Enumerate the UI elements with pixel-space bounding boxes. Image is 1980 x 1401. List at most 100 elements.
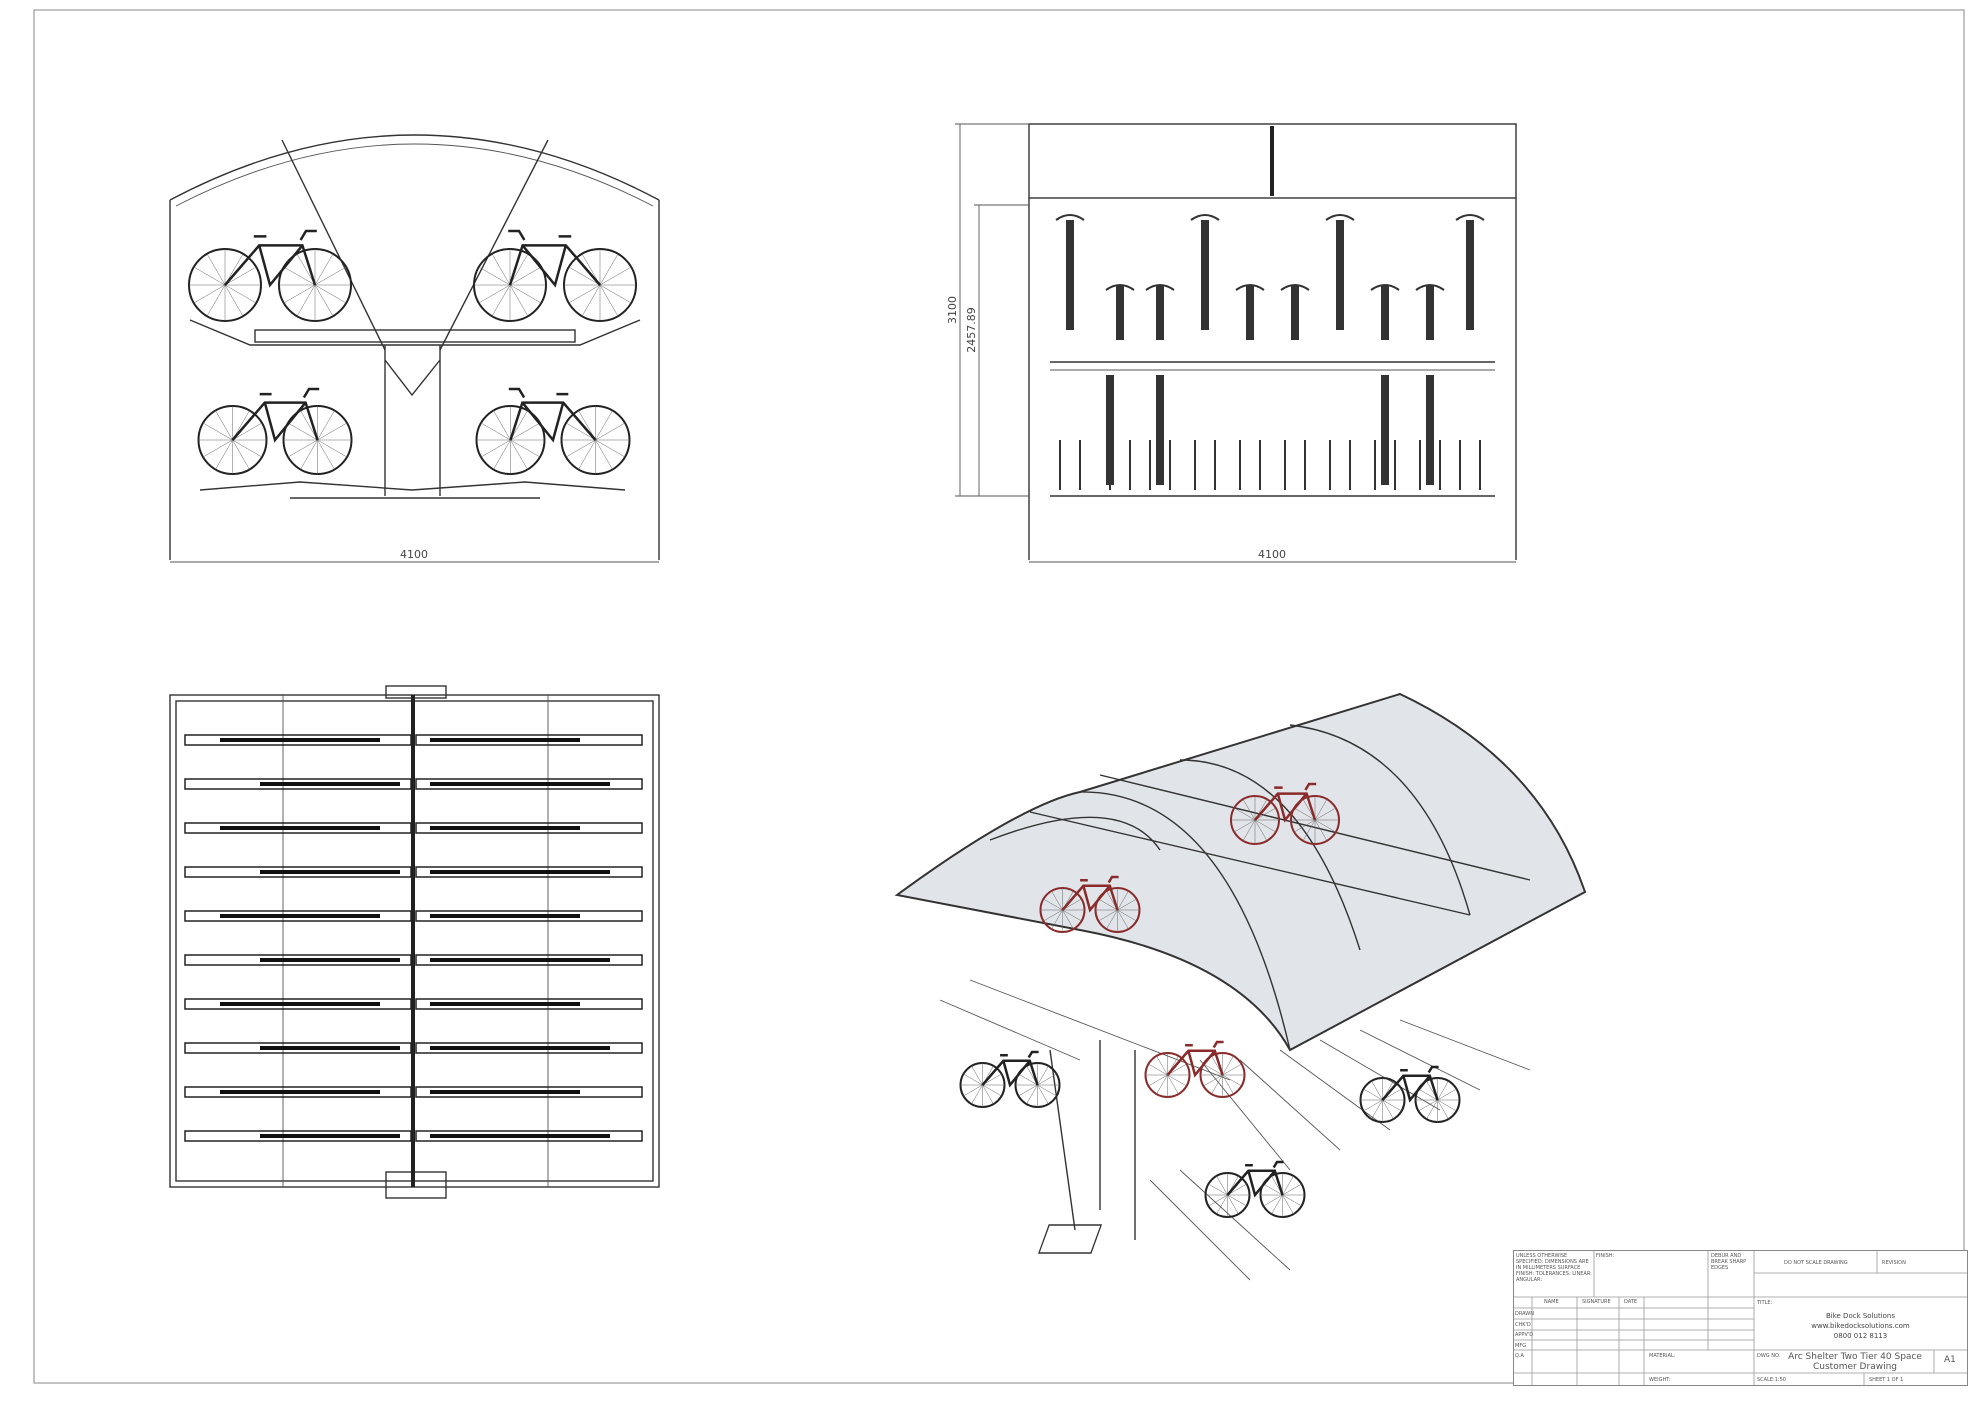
drawing-title-line2: Customer Drawing (1812, 1362, 1897, 1372)
rack-rail (415, 954, 643, 966)
rack-rail (184, 1042, 412, 1054)
material-label: MATERIAL: (1649, 1353, 1676, 1359)
rack-rail (184, 998, 412, 1010)
rack-rail (184, 866, 412, 878)
rack-post (1329, 440, 1351, 490)
rack-rail (184, 954, 412, 966)
bicycle-drawing (1144, 1040, 1246, 1098)
isometric-view (894, 692, 1587, 1281)
rack-post (1459, 440, 1481, 490)
bicycle-end-view (1291, 285, 1299, 340)
handlebar-drawing (1280, 284, 1310, 291)
bicycle-drawing (475, 387, 631, 475)
handlebar-drawing (1415, 284, 1445, 291)
drawing-title-line1: Arc Shelter Two Tier 40 Space (1788, 1352, 1922, 1362)
bicycle-end-view (1336, 220, 1344, 330)
handlebar-drawing (1055, 214, 1085, 221)
plan-view (169, 685, 660, 1199)
weight-label: WEIGHT: (1649, 1377, 1671, 1383)
rack-rail (184, 734, 412, 746)
rack-post (1239, 440, 1261, 490)
bicycle-drawing (188, 229, 352, 322)
bicycle-end-view (1106, 375, 1114, 485)
row-drawn: DRAWN (1515, 1311, 1534, 1317)
bicycle-drawing (1039, 875, 1141, 933)
side-width-dimension: 4100 (1258, 548, 1286, 561)
bicycle-end-view (1201, 220, 1209, 330)
front-elevation-view: 4100 (169, 134, 660, 563)
row-qa: Q.A (1515, 1353, 1524, 1359)
general-notes: UNLESS OTHERWISE SPECIFIED: DIMENSIONS A… (1516, 1253, 1592, 1283)
signature-header: SIGNATURE (1582, 1299, 1611, 1305)
rack-rail (415, 1042, 643, 1054)
bicycle-end-view (1156, 285, 1164, 340)
rack-post (1419, 440, 1441, 490)
rack-rail (415, 910, 643, 922)
revision-label: REVISION (1882, 1260, 1906, 1266)
rack-rail (415, 778, 643, 790)
rack-post (1149, 440, 1171, 490)
rack-height-dimension: 2457.89 (965, 307, 978, 353)
handlebar-drawing (1190, 214, 1220, 221)
company-phone: 0800 012 8113 (1833, 1332, 1888, 1340)
row-mfg: MFG (1515, 1343, 1527, 1349)
bicycle-end-view (1116, 285, 1124, 340)
handlebar-drawing (1455, 214, 1485, 221)
bicycle-drawing (1359, 1065, 1461, 1123)
rack-rail (415, 1086, 643, 1098)
deburr-note: DEBUR AND BREAK SHARP EDGES (1711, 1253, 1747, 1271)
rack-rail (415, 1130, 643, 1142)
title-block: UNLESS OTHERWISE SPECIFIED: DIMENSIONS A… (1513, 1250, 1968, 1386)
handlebar-drawing (1370, 284, 1400, 291)
rack-rail (184, 1130, 412, 1142)
title-label: TITLE: (1757, 1300, 1773, 1306)
row-approved: APPV'D (1515, 1332, 1534, 1338)
scale-label: SCALE:1:50 (1757, 1377, 1786, 1383)
sheet-number: SHEET 1 OF 1 (1869, 1377, 1904, 1383)
bicycle-end-view (1381, 285, 1389, 340)
rack-rail (184, 778, 412, 790)
rack-post (1284, 440, 1306, 490)
rack-post (1374, 440, 1396, 490)
rack-rail (415, 998, 643, 1010)
row-checked: CHK'D (1515, 1322, 1531, 1328)
side-height-dimension: 3100 (946, 296, 959, 324)
sheet-border (33, 9, 1965, 1384)
bicycle-end-view (1156, 375, 1164, 485)
rack-rail (415, 734, 643, 746)
rack-rail (184, 910, 412, 922)
do-not-scale-note: DO NOT SCALE DRAWING (1784, 1260, 1848, 1266)
bicycle-drawing (197, 387, 353, 475)
bicycle-drawing (1204, 1160, 1306, 1218)
bicycle-drawing (1230, 782, 1340, 845)
dwg-no-label: DWG NO. (1757, 1353, 1781, 1359)
rack-rail (415, 822, 643, 834)
bicycle-drawing (959, 1050, 1061, 1108)
bicycle-end-view (1426, 285, 1434, 340)
handlebar-drawing (1105, 284, 1135, 291)
title-block-grid (1514, 1251, 1967, 1385)
finish-label: FINISH: (1596, 1253, 1615, 1259)
rack-rail (184, 822, 412, 834)
rack-post (1059, 440, 1081, 490)
bicycle-drawing (473, 229, 637, 322)
date-header: DATE (1624, 1299, 1638, 1305)
company-name: Bike Dock Solutions (1825, 1312, 1896, 1320)
rack-rail (184, 1086, 412, 1098)
handlebar-drawing (1145, 284, 1175, 291)
bicycle-end-view (1066, 220, 1074, 330)
sheet-size: A1 (1944, 1355, 1956, 1365)
bicycle-end-view (1426, 375, 1434, 485)
bicycle-end-view (1246, 285, 1254, 340)
side-elevation-view: 3100 2457.89 4100 (946, 123, 1517, 563)
handlebar-drawing (1325, 214, 1355, 221)
front-width-dimension: 4100 (400, 548, 428, 561)
rack-rail (415, 866, 643, 878)
rack-post (1194, 440, 1216, 490)
bicycle-end-view (1466, 220, 1474, 330)
bicycle-end-view (1381, 375, 1389, 485)
name-header: NAME (1544, 1299, 1559, 1305)
handlebar-drawing (1235, 284, 1265, 291)
company-website[interactable]: www.bikedocksolutions.com (1811, 1322, 1910, 1330)
